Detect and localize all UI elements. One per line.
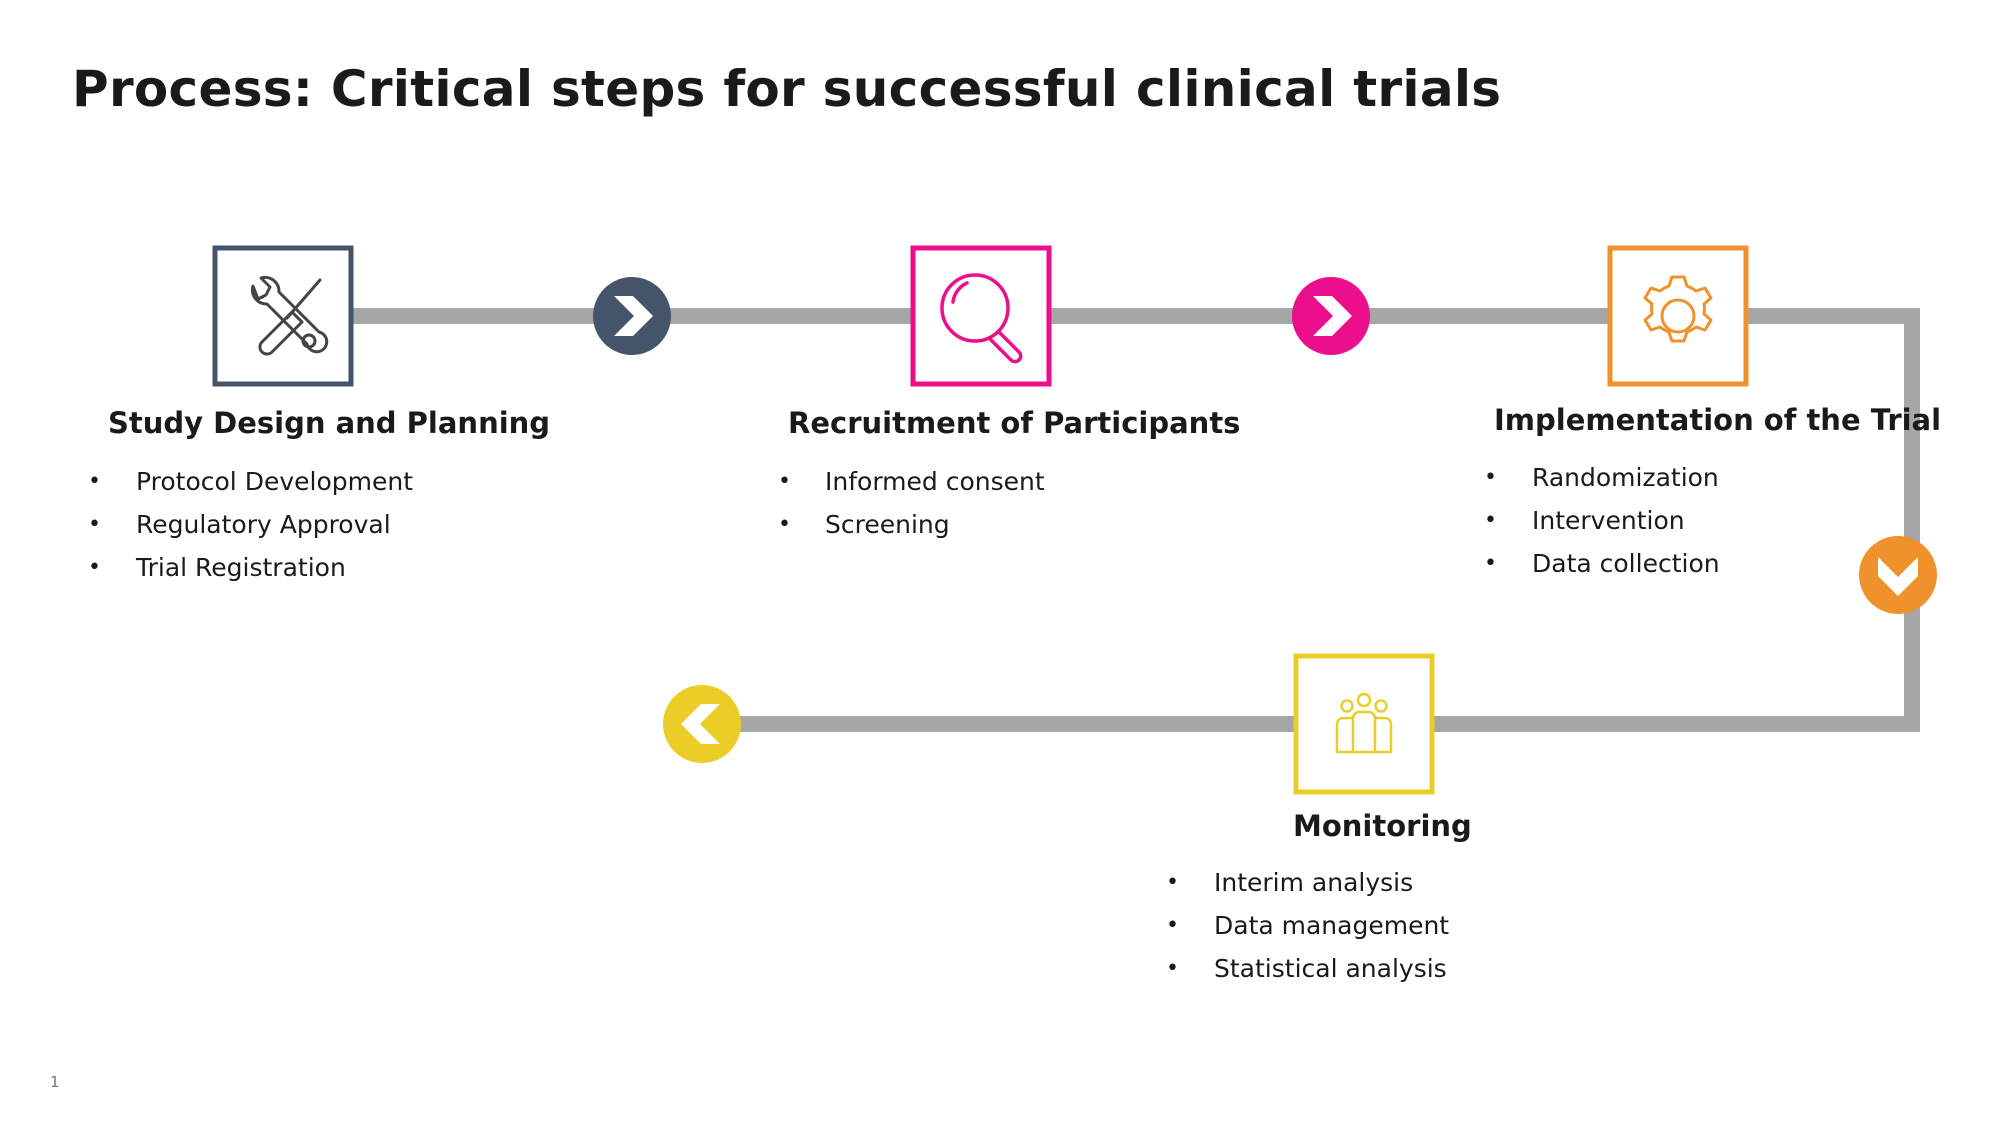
list-item: Trial Registration bbox=[88, 546, 413, 589]
magnifier-icon bbox=[940, 273, 1023, 364]
bullet-text: Randomization bbox=[1532, 463, 1719, 492]
step-3-title: Implementation of the Trial bbox=[1494, 403, 1942, 437]
bullet-text: Interim analysis bbox=[1214, 868, 1414, 897]
step-2-bullets: Informed consent Screening bbox=[778, 460, 1045, 546]
step-4-box bbox=[1293, 653, 1435, 795]
back-arrow bbox=[663, 685, 741, 763]
step-4-title: Monitoring bbox=[1293, 809, 1472, 843]
step-3-bullets: Randomization Intervention Data collecti… bbox=[1484, 456, 1720, 585]
bullet-text: Regulatory Approval bbox=[136, 510, 391, 539]
list-item: Intervention bbox=[1484, 499, 1720, 542]
step-1-title: Study Design and Planning bbox=[108, 406, 551, 440]
next-arrow-2 bbox=[1292, 277, 1370, 355]
bullet-text: Data collection bbox=[1532, 549, 1720, 578]
bullet-text: Data management bbox=[1214, 911, 1450, 940]
step-4-bullets: Interim analysis Data management Statist… bbox=[1166, 861, 1449, 990]
bullet-text: Screening bbox=[825, 510, 950, 539]
page-title: Process: Critical steps for successful c… bbox=[72, 60, 1502, 118]
list-item: Interim analysis bbox=[1166, 861, 1449, 904]
list-item: Informed consent bbox=[778, 460, 1045, 503]
list-item: Protocol Development bbox=[88, 460, 413, 503]
bullet-text: Statistical analysis bbox=[1214, 954, 1447, 983]
next-arrow-1 bbox=[593, 277, 671, 355]
step-1-box bbox=[212, 245, 354, 387]
list-item: Statistical analysis bbox=[1166, 947, 1449, 990]
list-item: Data collection bbox=[1484, 542, 1720, 585]
step-2-box bbox=[910, 245, 1052, 387]
team-icon bbox=[1335, 692, 1393, 754]
down-arrow bbox=[1859, 536, 1937, 614]
step-1-bullets: Protocol Development Regulatory Approval… bbox=[88, 460, 413, 589]
list-item: Regulatory Approval bbox=[88, 503, 413, 546]
page-number: 1 bbox=[50, 1073, 60, 1091]
tools-icon bbox=[250, 275, 329, 356]
list-item: Randomization bbox=[1484, 456, 1720, 499]
list-item: Data management bbox=[1166, 904, 1449, 947]
step-2-title: Recruitment of Participants bbox=[788, 406, 1241, 440]
list-item: Screening bbox=[778, 503, 1045, 546]
bullet-text: Protocol Development bbox=[136, 467, 413, 496]
step-3-box bbox=[1607, 245, 1749, 387]
bullet-text: Trial Registration bbox=[136, 553, 346, 582]
bullet-text: Intervention bbox=[1532, 506, 1685, 535]
bullet-text: Informed consent bbox=[825, 467, 1045, 496]
gear-icon bbox=[1643, 275, 1713, 343]
